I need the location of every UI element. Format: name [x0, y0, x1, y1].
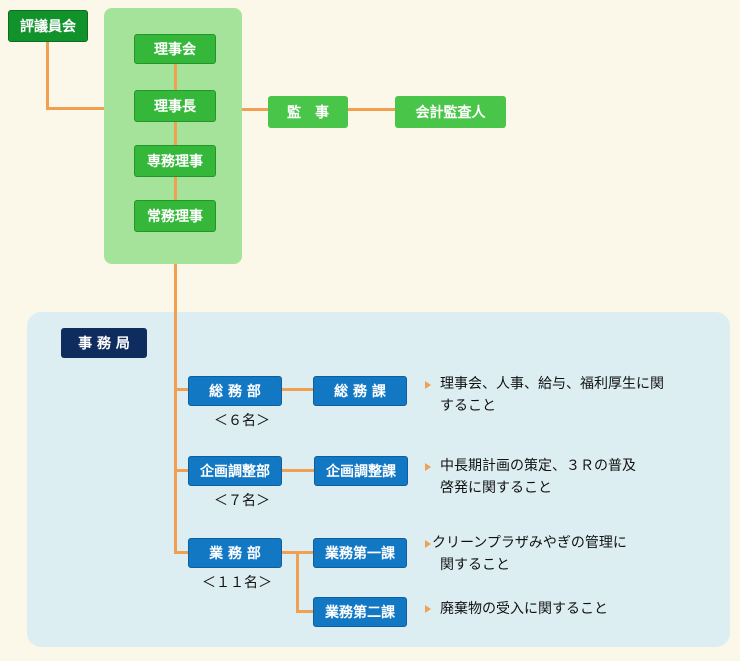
- connector-section2: [282, 469, 314, 472]
- accounting-auditor-box: 会計監査人: [395, 96, 506, 128]
- section-planning: 企画調整課: [314, 456, 408, 486]
- auditor-box: 監 事: [268, 96, 348, 128]
- section-general-affairs-description: 理事会、人事、給与、福利厚生に関 すること: [440, 376, 664, 414]
- section-operations-2-description: 廃棄物の受入に関すること: [440, 601, 608, 617]
- connector-dept1: [174, 388, 188, 391]
- senior-director-box: 専務理事: [134, 145, 216, 177]
- connector-dept2: [174, 469, 188, 472]
- connector-section1: [282, 388, 313, 391]
- arrow-bullet: [425, 605, 431, 613]
- chairman-box: 理事長: [134, 90, 216, 122]
- connector-section4-vertical: [296, 551, 299, 613]
- office-title: 事 務 局: [61, 328, 147, 358]
- department-planning-count: ＜７名＞: [214, 493, 270, 509]
- connector-office-vertical: [174, 264, 177, 554]
- directors-board-box: 理事会: [134, 34, 216, 64]
- arrow-bullet: [425, 540, 431, 548]
- connector-dept3: [174, 551, 188, 554]
- arrow-bullet: [425, 381, 431, 389]
- section-planning-description: 中長期計画の策定、３Ｒの普及 啓発に関すること: [440, 458, 636, 496]
- department-planning: 企画調整部: [188, 456, 282, 486]
- councillors-box: 評議員会: [8, 10, 88, 42]
- department-general-affairs: 総 務 部: [188, 376, 282, 406]
- section-general-affairs: 総 務 課: [313, 376, 407, 406]
- department-operations-count: ＜１１名＞: [202, 575, 272, 591]
- section-operations-1: 業務第一課: [313, 538, 407, 568]
- department-general-affairs-count: ＜６名＞: [214, 413, 270, 429]
- managing-director-box: 常務理事: [134, 200, 216, 232]
- connector-section4-horizontal: [296, 610, 313, 613]
- section-operations-2: 業務第二課: [313, 597, 407, 627]
- connector-auditor-left: [242, 108, 268, 111]
- arrow-bullet: [425, 463, 431, 471]
- section-operations-1-description: クリーンプラザみやぎの管理に 関すること: [432, 535, 627, 573]
- department-operations: 業 務 部: [188, 538, 282, 568]
- connector-councillors-vertical: [46, 42, 49, 110]
- connector-auditor-right: [348, 108, 395, 111]
- connector-councillors-horizontal: [46, 107, 104, 110]
